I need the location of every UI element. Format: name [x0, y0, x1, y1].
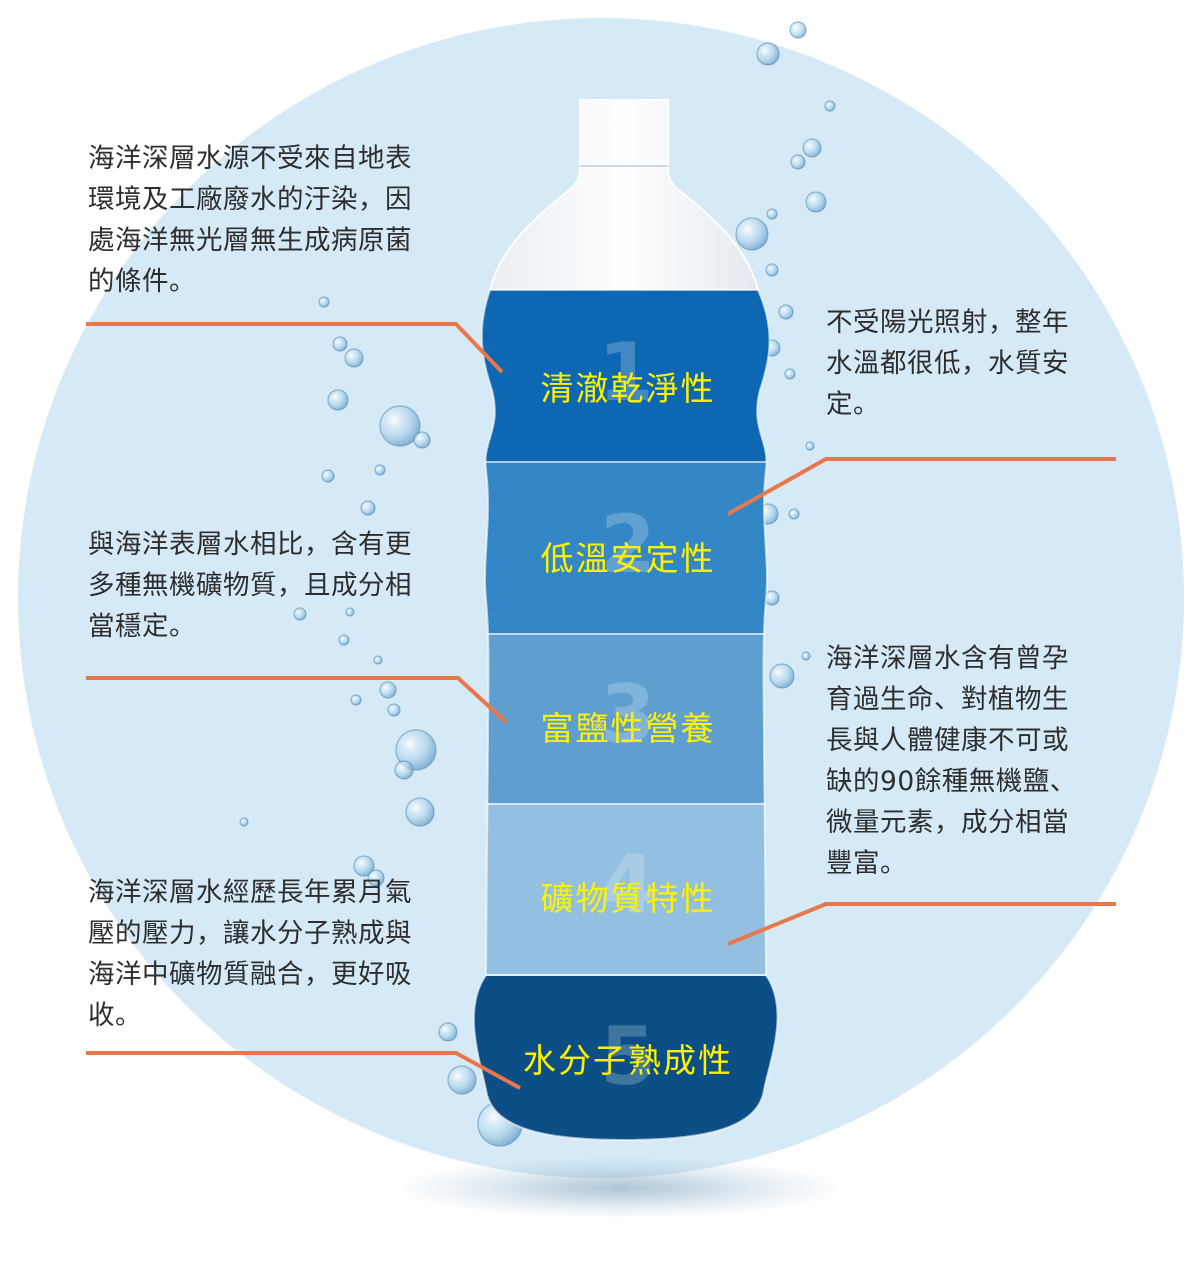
bubble: [805, 191, 827, 213]
bubble: [766, 208, 778, 220]
layer-1-band: [473, 290, 778, 462]
bubble-decoration: [239, 21, 836, 1147]
bubble: [769, 663, 795, 689]
bubble: [784, 368, 796, 380]
bubble: [790, 154, 806, 170]
bubble: [447, 1065, 477, 1095]
bottle-outline: [472, 289, 779, 1142]
bubble: [360, 500, 376, 516]
bottle-water-layers: [473, 290, 778, 1140]
note-mineral-trait: 海洋深層水含有曾孕 育過生命、對植物生 長與人體健康不可或 缺的90餘種無機鹽、…: [826, 643, 1077, 879]
bubble: [824, 100, 836, 112]
bubble: [395, 729, 437, 771]
layer-1-label: 清澈乾淨性: [540, 369, 716, 408]
bubble: [318, 296, 330, 308]
layer-5-number: 5: [600, 1010, 656, 1103]
bubble: [438, 1022, 458, 1042]
bubble: [405, 797, 435, 827]
layer-2-label: 低溫安定性: [540, 539, 716, 578]
bubble: [345, 607, 355, 617]
bubble: [805, 441, 815, 451]
bubble: [321, 469, 335, 483]
bubble: [353, 855, 375, 877]
bubble: [373, 655, 383, 665]
bubble: [293, 607, 307, 621]
bubble: [327, 389, 349, 411]
bubble: [387, 703, 401, 717]
layer-4-number: 4: [600, 838, 656, 931]
bubble: [374, 464, 386, 476]
note-minerals: 與海洋表層水相比，含有更 多種無機礦物質，且成分相 當穩定。: [88, 529, 412, 642]
bubble: [413, 431, 431, 449]
bubble: [379, 405, 421, 447]
bubble: [239, 817, 249, 827]
bottle-shadow: [400, 1158, 840, 1218]
bubble: [756, 42, 780, 66]
note-clarity: 海洋深層水源不受來自地表 環境及工廠廢水的汙染，因 處海洋無光層無生成病原菌 的…: [88, 143, 412, 297]
bubble: [332, 336, 348, 352]
layer-3-number: 3: [600, 668, 656, 761]
bubble: [802, 138, 822, 158]
layer-3-band: [473, 634, 778, 804]
bubble: [394, 760, 414, 780]
connector-line-mineral-trait: [727, 902, 1116, 946]
layer-2-number: 2: [600, 498, 656, 591]
layer-2-band: [473, 462, 778, 634]
bubble: [765, 263, 779, 277]
layer-5-label: 水分子熟成性: [523, 1041, 733, 1080]
note-low-temperature: 不受陽光照射，整年 水溫都很低，水質安 定。: [826, 307, 1069, 420]
layer-4-label: 礦物質特性: [540, 879, 716, 918]
connector-line-clarity: [86, 322, 504, 374]
bubble: [789, 21, 807, 39]
bubble: [338, 634, 350, 646]
bubble: [367, 869, 385, 887]
bubble: [344, 348, 364, 368]
bubble: [801, 651, 811, 661]
bubble: [788, 508, 800, 520]
layer-4-band: [473, 804, 778, 975]
connector-line-minerals: [86, 676, 508, 724]
bubble: [379, 681, 397, 699]
connector-line-maturation: [86, 1051, 521, 1090]
note-maturation: 海洋深層水經歷長年累月氣 壓的壓力，讓水分子熟成與 海洋中礦物質融合，更好吸 收…: [88, 877, 412, 1031]
connector-line-low-temp: [727, 457, 1116, 516]
bubble: [350, 694, 362, 706]
layer-1-number: 1: [598, 326, 654, 419]
bubble: [735, 217, 769, 251]
layer-5-band: [473, 975, 778, 1140]
bottle-top: [488, 99, 760, 291]
layer-3-label: 富鹽性營養: [540, 709, 716, 748]
bubble: [778, 304, 794, 320]
